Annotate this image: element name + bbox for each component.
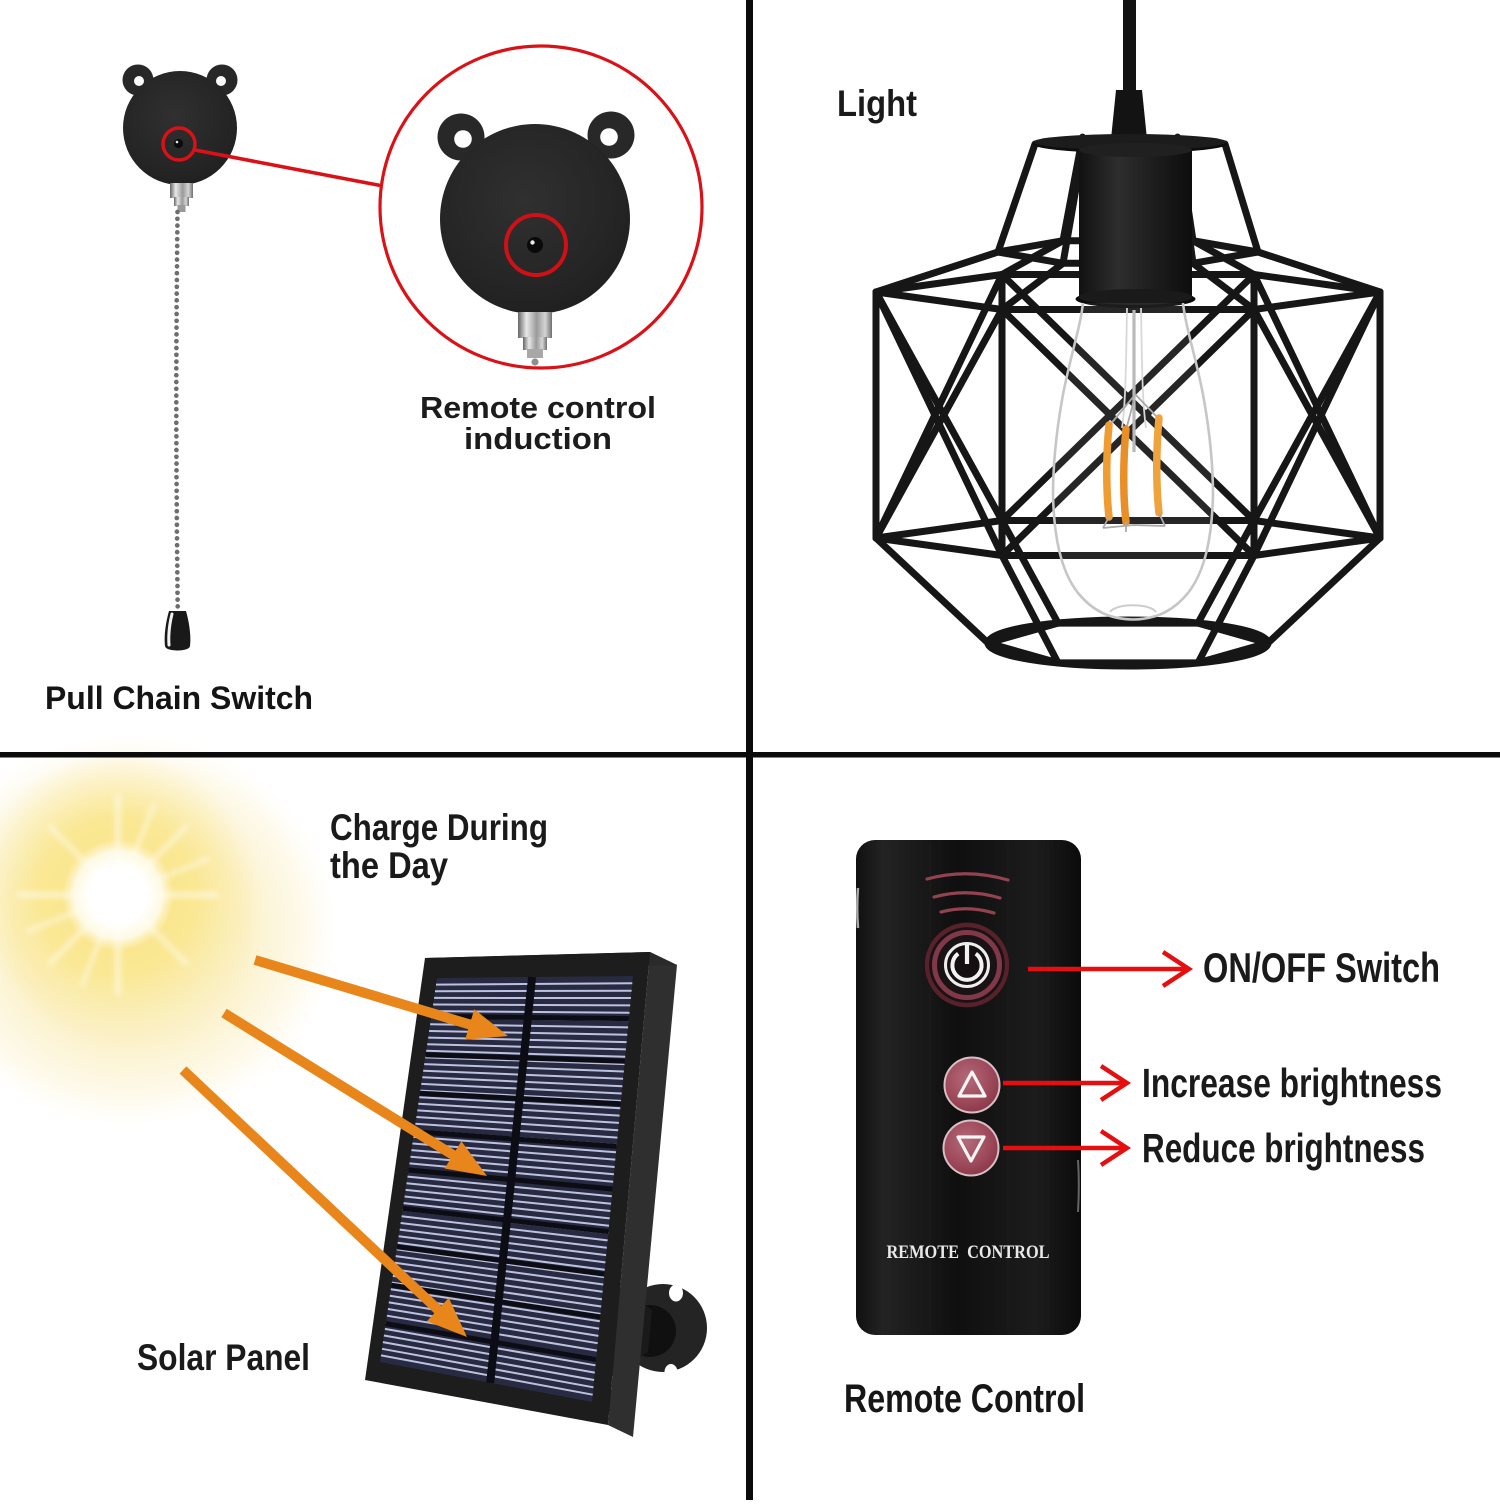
svg-text:the Day: the Day xyxy=(330,845,448,886)
svg-text:Light: Light xyxy=(837,83,917,124)
svg-text:Pull Chain Switch: Pull Chain Switch xyxy=(45,680,313,716)
svg-text:Remote control: Remote control xyxy=(420,390,656,425)
svg-text:Remote Control: Remote Control xyxy=(844,1377,1085,1421)
svg-text:ON/OFF Switch: ON/OFF Switch xyxy=(1203,944,1440,991)
svg-text:Reduce brightness: Reduce brightness xyxy=(1142,1125,1425,1171)
svg-text:Increase brightness: Increase brightness xyxy=(1142,1060,1442,1106)
svg-text:Charge During: Charge During xyxy=(330,807,548,848)
svg-text:induction: induction xyxy=(464,421,612,456)
svg-text:Solar Panel: Solar Panel xyxy=(137,1337,310,1378)
svg-text:REMOTE CONTROL: REMOTE CONTROL xyxy=(887,1242,1050,1263)
